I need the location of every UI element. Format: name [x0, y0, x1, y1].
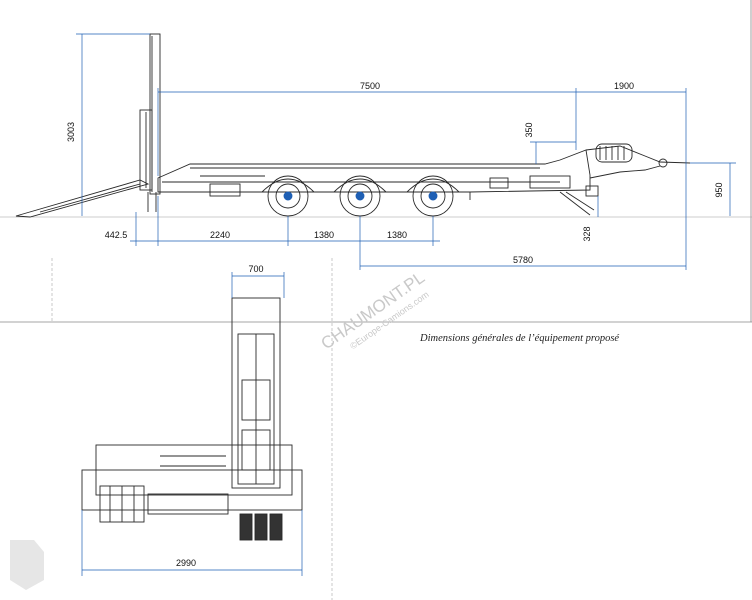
dim-axle-spacing-2: 1380	[387, 230, 407, 240]
raised-ramp	[139, 33, 161, 212]
dim-rear-to-axle: 2240	[210, 230, 230, 240]
dim-drawbar-length: 1900	[614, 81, 634, 91]
side-dimension-lines	[76, 33, 736, 270]
rear-ramp	[231, 297, 281, 489]
rear-wheels	[239, 513, 283, 541]
dim-deck-length: 7500	[360, 81, 380, 91]
watermark: CHAUMONT.PL ©Europe-Camions.com	[317, 268, 430, 353]
rear-view	[81, 297, 303, 541]
axle-group	[261, 175, 460, 217]
dim-coupling-height: 950	[714, 182, 724, 197]
chassis-deck	[157, 149, 591, 200]
side-view	[15, 33, 691, 218]
loading-ramp	[15, 179, 150, 218]
drawbar	[559, 143, 691, 216]
dim-axle-to-coupling: 5780	[513, 255, 533, 265]
dim-axle-spacing-1: 1380	[314, 230, 334, 240]
dim-ramp-overhang: 442.5	[105, 230, 128, 240]
dim-deck-height: 328	[582, 226, 592, 241]
caption: Dimensions générales de l’équipement pro…	[420, 333, 620, 344]
dim-overall-height: 3003	[66, 122, 76, 142]
dim-gooseneck-step: 350	[524, 122, 534, 137]
rear-chassis	[81, 444, 303, 523]
dim-overall-width: 2990	[176, 558, 196, 568]
rear-dimension-lines	[81, 272, 303, 576]
watermark-logo-icon	[10, 540, 44, 590]
dim-ramp-width: 700	[248, 264, 263, 274]
